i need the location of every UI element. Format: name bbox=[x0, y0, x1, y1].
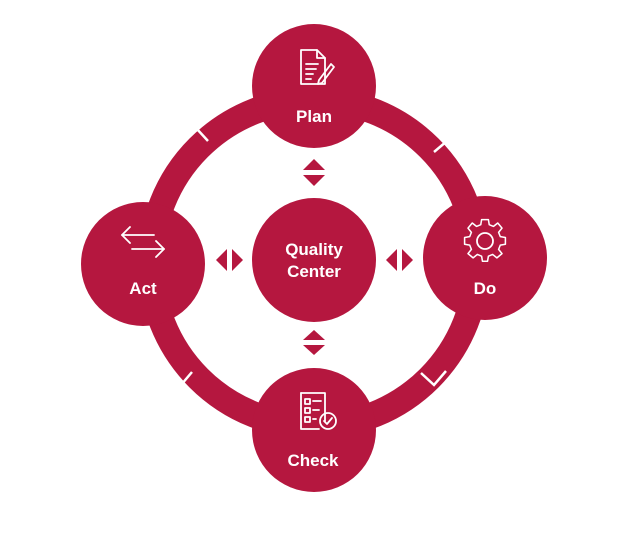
exchange-arrows-icon bbox=[121, 226, 165, 258]
act-circle bbox=[81, 202, 205, 326]
chevron-check-act bbox=[179, 371, 195, 400]
do-circle bbox=[423, 196, 547, 320]
act-node: Act bbox=[81, 202, 205, 326]
gear-icon bbox=[463, 218, 507, 263]
chevron-act-plan bbox=[183, 127, 209, 142]
chevron-do-check bbox=[420, 370, 447, 387]
do-node: Do bbox=[423, 196, 547, 320]
arrow-center-plan bbox=[303, 159, 325, 186]
quality-center-circle bbox=[252, 198, 376, 322]
center-label-line1: Quality bbox=[285, 240, 343, 259]
quality-center-node: Quality Center bbox=[252, 198, 376, 322]
plan-circle bbox=[252, 24, 376, 148]
plan-node: Plan bbox=[252, 24, 376, 148]
check-node: Check bbox=[252, 368, 376, 492]
center-label-line2: Center bbox=[287, 262, 341, 281]
check-circle bbox=[252, 368, 376, 492]
act-label: Act bbox=[129, 279, 157, 298]
arrow-center-check bbox=[303, 330, 325, 355]
chevron-plan-do bbox=[432, 128, 449, 153]
arrow-center-act bbox=[216, 249, 243, 271]
document-pen-icon bbox=[300, 49, 335, 85]
arrow-center-do bbox=[386, 249, 413, 271]
connector-arrows bbox=[216, 159, 413, 355]
plan-label: Plan bbox=[296, 107, 332, 126]
do-label: Do bbox=[474, 279, 497, 298]
ring-chevrons bbox=[179, 127, 449, 400]
check-label: Check bbox=[287, 451, 339, 470]
checklist-icon bbox=[300, 392, 337, 430]
